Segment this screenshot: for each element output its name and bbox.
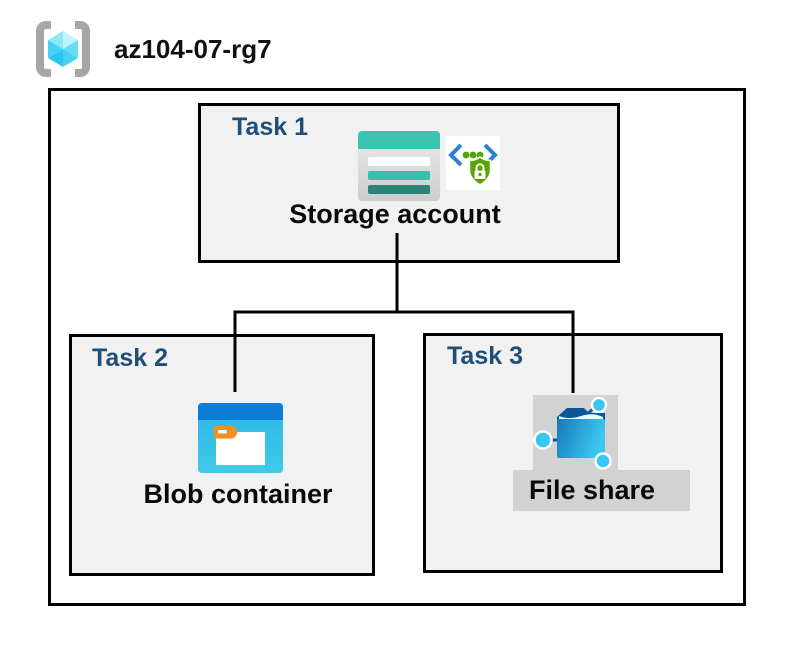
task2-box: Task 2 Blob container	[69, 334, 375, 576]
task1-box: Task 1 Storage account	[198, 103, 620, 263]
resource-group-name: az104-07-rg7	[114, 33, 272, 64]
storage-account-icon	[358, 131, 440, 201]
blob-container-label: Blob container	[143, 479, 333, 509]
file-share-label: File share	[529, 475, 656, 505]
blob-container-icon	[198, 403, 283, 473]
task1-label: Task 1	[232, 113, 308, 141]
storage-account-label: Storage account	[289, 199, 501, 229]
resource-group-header: az104-07-rg7	[30, 18, 272, 80]
task2-label: Task 2	[92, 344, 168, 372]
secure-access-icon	[446, 136, 500, 190]
file-share-label-highlight: File share	[513, 470, 690, 511]
task3-box: Task 3 File share	[423, 333, 723, 573]
task3-label: Task 3	[447, 342, 523, 370]
file-share-icon	[533, 395, 618, 470]
resource-group-icon	[36, 21, 90, 77]
